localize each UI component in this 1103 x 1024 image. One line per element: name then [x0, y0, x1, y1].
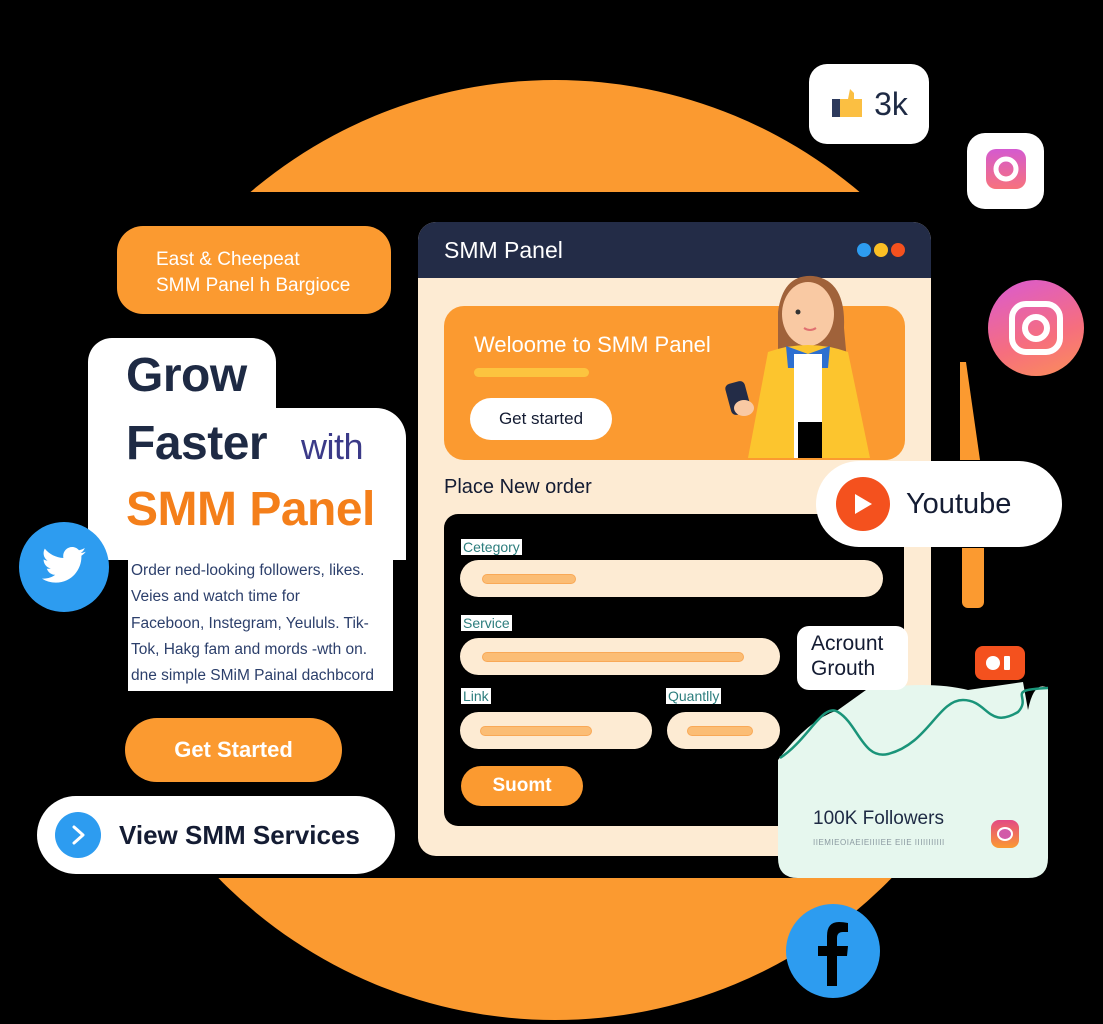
welcome-underline [474, 368, 589, 377]
link-label: Link [461, 688, 491, 704]
thumbs-up-icon [830, 85, 864, 124]
background-sliver [960, 362, 980, 460]
view-services-label: View SMM Services [119, 819, 360, 850]
headline-with: with [301, 426, 364, 467]
description: Order ned-looking followers, likes. Veie… [128, 558, 393, 692]
youtube-label: Youtube [906, 487, 1012, 520]
background-circle-top [0, 70, 1103, 192]
description-line: dne simple SMiM Painal dachbcord [131, 667, 374, 685]
description-line: Order ned-looking followers, likes. [131, 562, 365, 579]
play-icon [836, 477, 890, 531]
instagram-icon [985, 148, 1027, 195]
growth-title: Acrount Grouth [797, 626, 908, 690]
submit-button[interactable]: Suomt [461, 766, 583, 806]
app-title: SMM Panel [444, 236, 563, 263]
youtube-badge: Youtube [816, 461, 1062, 547]
growth-chart [778, 682, 1049, 878]
description-line: Faceboon, Instegram, Yeululs. Tik- [131, 614, 369, 632]
description-line: Tok, Hakg fam and mords -wth on. [131, 640, 368, 658]
instagram-icon [991, 820, 1019, 853]
category-select[interactable] [460, 560, 883, 597]
headline: Grow Faster with SMM Panel [88, 338, 406, 560]
category-label: Cetegory [461, 539, 522, 555]
app-header: SMM Panel [418, 222, 931, 278]
promo-line-2: SMM Panel h Bargioce [156, 275, 351, 296]
promo-line-1: East & Cheepeat [156, 249, 300, 270]
growth-title-line: Grouth [811, 657, 876, 680]
get-started-button[interactable]: Get Started [125, 718, 342, 782]
form-title: Place New order [444, 476, 592, 498]
twitter-icon [19, 522, 109, 612]
growth-title-line: Acrount [811, 632, 884, 655]
notification-badge [975, 646, 1025, 680]
instagram-tile [967, 133, 1044, 209]
hero-get-started-button[interactable]: Get started [470, 398, 612, 440]
view-services-button[interactable]: View SMM Services [37, 796, 395, 874]
facebook-icon [786, 904, 880, 998]
followers-subtext: IIEMIEOIAEIEIIIIEE EIIE IIIIIIIIIII [813, 838, 945, 847]
headline-faster: Faster [126, 417, 268, 470]
quantity-input[interactable] [667, 712, 780, 749]
window-dot-red[interactable] [891, 243, 905, 257]
chevron-right-icon [55, 812, 101, 858]
headline-brand: SMM Panel [126, 483, 375, 536]
service-select[interactable] [460, 638, 780, 675]
description-line: Veies and watch time for [131, 588, 300, 606]
background-sliver [962, 548, 984, 608]
service-label: Service [461, 615, 512, 631]
background-circle-bottom [0, 878, 1103, 1024]
window-dot-blue[interactable] [857, 243, 871, 257]
welcome-title: Weloome to SMM Panel [474, 332, 711, 357]
window-controls [857, 243, 905, 257]
likes-badge: 3k [809, 64, 929, 144]
headline-grow: Grow [126, 349, 247, 402]
window-dot-yellow[interactable] [874, 243, 888, 257]
woman-illustration [725, 275, 870, 458]
likes-count: 3k [874, 85, 908, 122]
link-input[interactable] [460, 712, 652, 749]
followers-count: 100K Followers [813, 808, 944, 829]
growth-chart-card: 100K Followers IIEMIEOIAEIEIIIIEE EIIE I… [778, 620, 1049, 878]
notification-icon [986, 656, 1010, 670]
quantity-label: Quantlly [666, 688, 722, 704]
instagram-icon [988, 280, 1084, 376]
promo-badge: East & Cheepeat SMM Panel h Bargioce [117, 226, 391, 314]
